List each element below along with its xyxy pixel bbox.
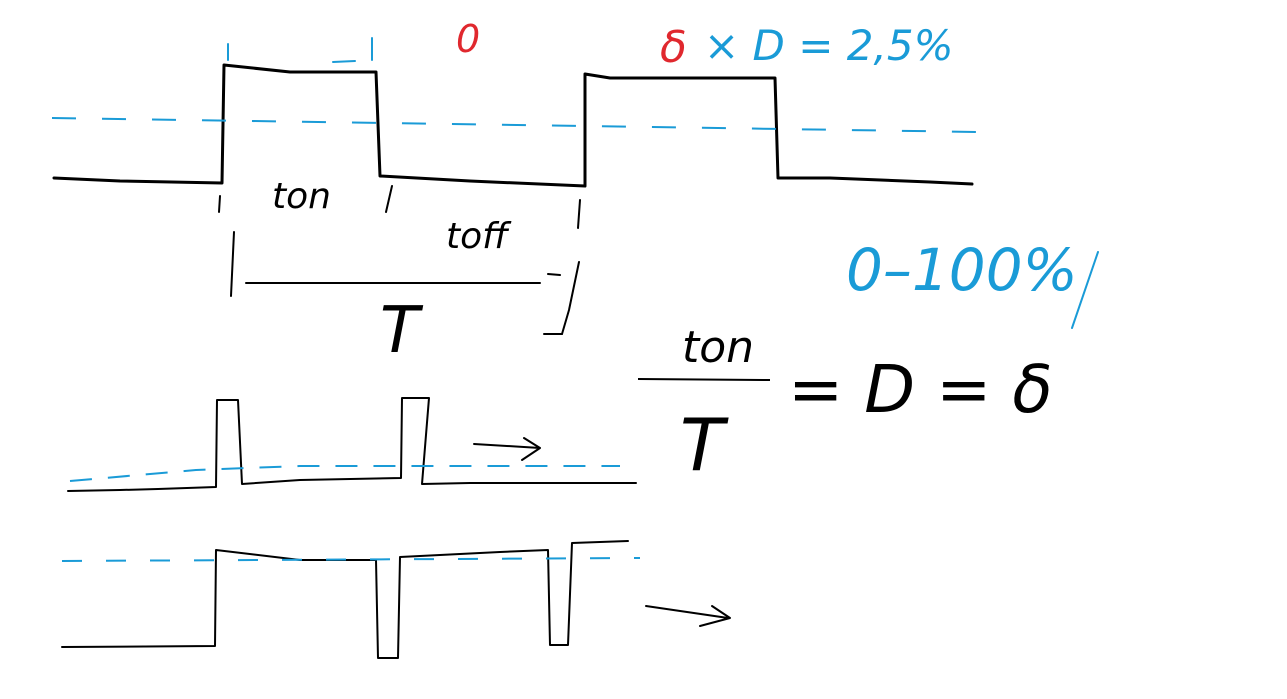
duty-example-equation: × D = 2,5% — [704, 21, 953, 70]
formula-numerator: ton — [682, 322, 754, 373]
red-zero-marker: 0 — [456, 17, 480, 61]
high-duty-reference-line — [61, 557, 641, 562]
duty-range-label: 0–100% — [846, 236, 1078, 304]
low-duty-reference-line — [69, 465, 620, 482]
period-bracket — [230, 231, 580, 335]
main-pwm-waveform — [52, 63, 974, 188]
range-slash — [1071, 251, 1099, 329]
formula-fraction-bar — [637, 378, 771, 381]
ton-bracket-ticks — [218, 185, 581, 229]
high-duty-arrow — [645, 605, 731, 627]
formula-denominator: T — [680, 403, 729, 487]
low-duty-arrow — [473, 437, 541, 461]
ton-label: ton — [272, 176, 331, 217]
main-reference-line — [51, 117, 981, 133]
toff-label: toff — [446, 216, 512, 257]
red-delta-symbol: δ — [660, 22, 687, 73]
low-duty-waveform — [67, 397, 637, 492]
high-duty-waveform — [61, 540, 629, 659]
blue-tick-marks — [227, 37, 373, 63]
period-label: T — [380, 294, 424, 368]
formula-rhs: = D = δ — [788, 351, 1053, 428]
